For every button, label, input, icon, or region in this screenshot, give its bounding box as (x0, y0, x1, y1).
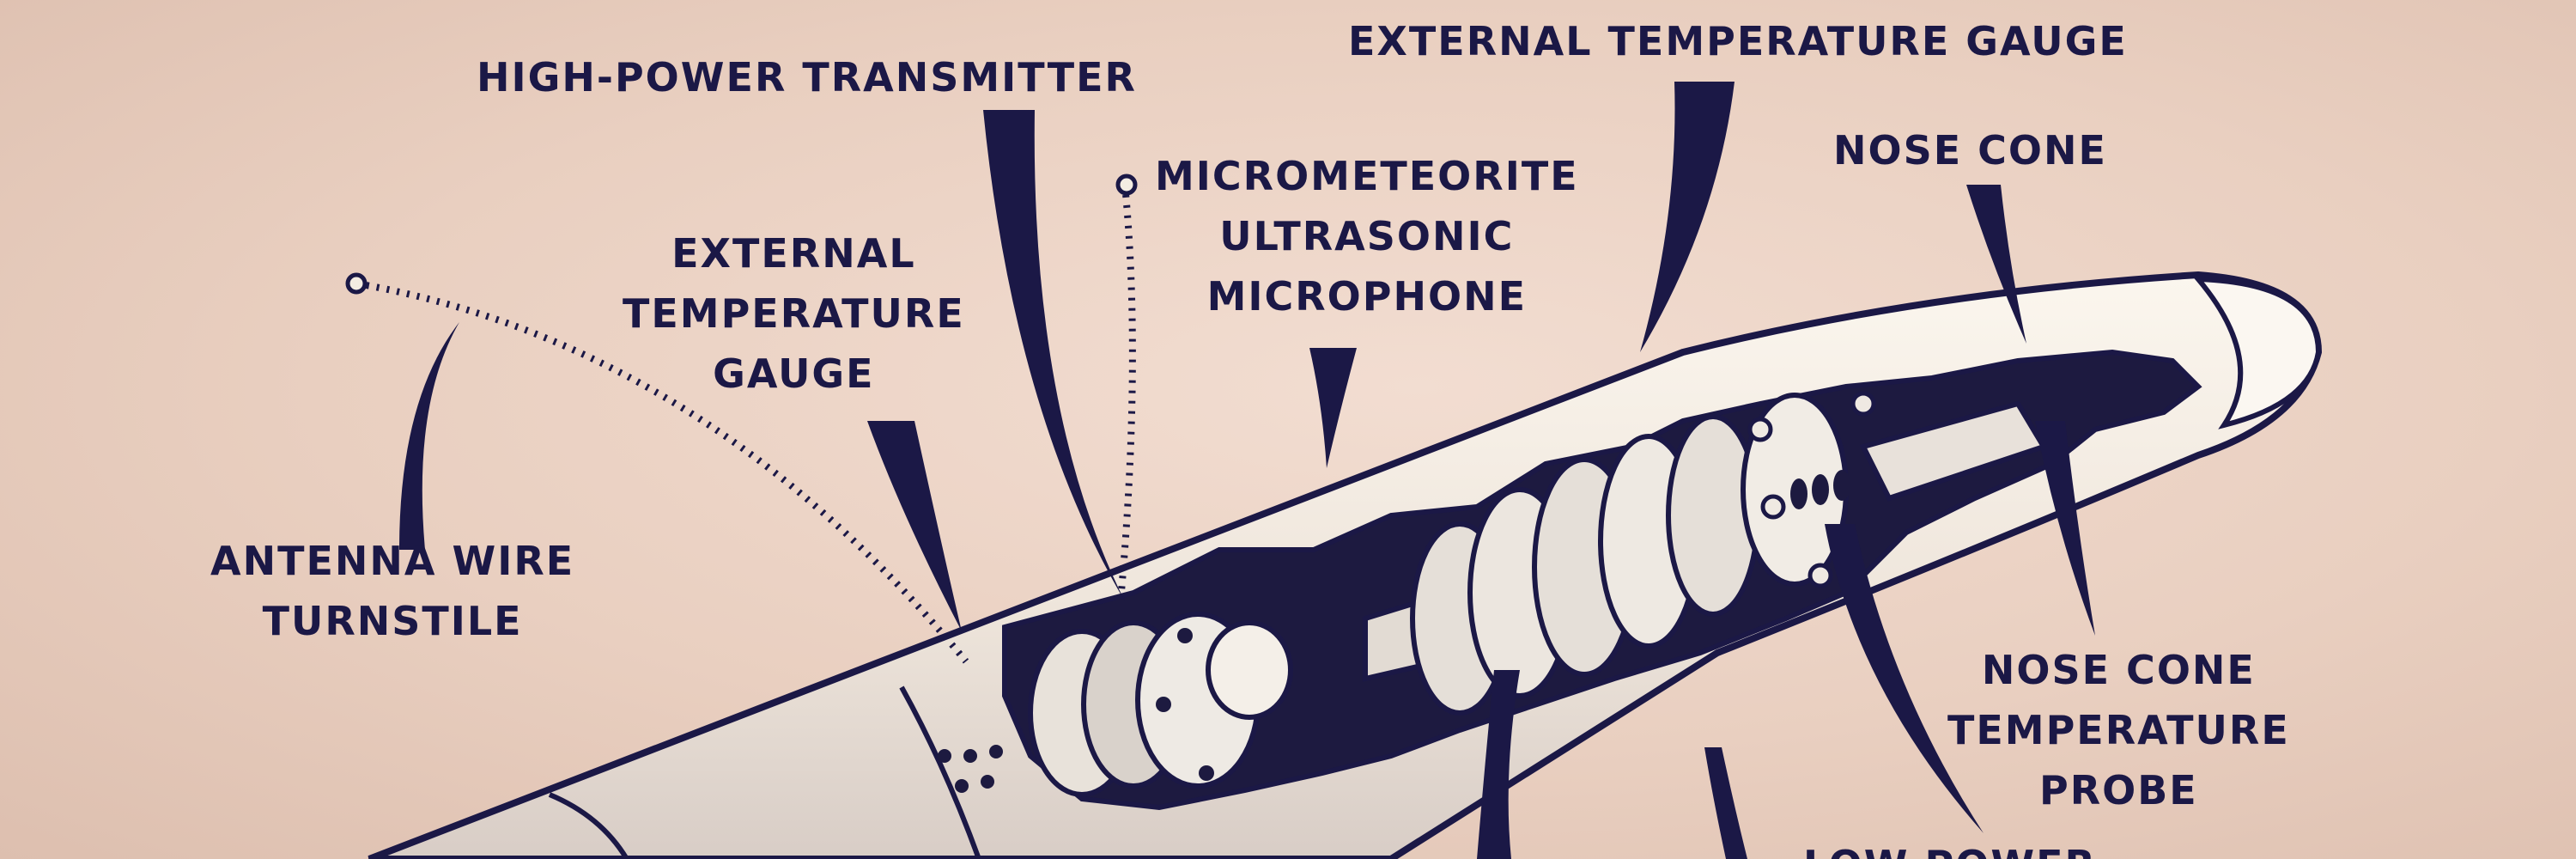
pointer-lower-center (1477, 670, 1520, 859)
tail-ring (548, 792, 629, 859)
shell-rivet (963, 749, 977, 763)
pointer-nose-cone (1966, 185, 2026, 344)
label-external-temperature-gauge-left: EXTERNAL TEMPERATURE GAUGE (623, 230, 965, 397)
shell-rivet (938, 749, 951, 763)
rear-instrument-hub (1206, 620, 1293, 720)
front-hub-hole (1790, 478, 1807, 509)
front-hub-hole (1812, 474, 1829, 505)
pointer-low-power (1825, 524, 1984, 833)
label-nose-cone-temperature-probe: NOSE CONE TEMPERATURE PROBE (1947, 647, 2290, 813)
label-nose-cone: NOSE CONE (1833, 127, 2107, 174)
front-hub-hole (1833, 470, 1850, 501)
label-micrometeorite-microphone: MICROMETEORITE ULTRASONIC MICROPHONE (1155, 153, 1579, 320)
shell-rivet (981, 775, 994, 789)
pointer-antenna-wire (399, 322, 459, 550)
body-seam-ring (899, 685, 981, 859)
hub-bolt (1760, 494, 1786, 520)
pointer-high-power-transmitter (983, 110, 1125, 601)
hub-bolt (1807, 563, 1833, 588)
nose-cone-cap (2192, 276, 2322, 430)
label-low-power-partial: LOW POWER (1803, 835, 2097, 859)
hub-bolt (1747, 417, 1773, 442)
shell-rivet (989, 745, 1003, 758)
pointer-external-temp-gauge-top (1640, 82, 1735, 352)
pointer-lower-right (1704, 747, 1747, 859)
antenna-wire-tip (345, 272, 368, 295)
label-high-power-transmitter: HIGH-POWER TRANSMITTER (477, 54, 1137, 101)
antenna-wire-upper (1117, 184, 1136, 602)
rear-ring-bolt (1199, 765, 1214, 781)
pointer-micrometeorite (1309, 348, 1357, 468)
pointer-external-temp-gauge-left (867, 421, 962, 631)
label-external-temperature-gauge-top: EXTERNAL TEMPERATURE GAUGE (1348, 18, 2128, 64)
pointer-nose-cone-probe (2035, 421, 2095, 636)
rear-ring-bolt (1177, 628, 1193, 643)
antenna-wire-turnstile (355, 280, 969, 664)
label-antenna-wire-turnstile: ANTENNA WIRE TURNSTILE (210, 538, 575, 644)
rear-ring-bolt (1156, 697, 1171, 712)
shell-rivet (955, 779, 969, 793)
antenna-wire-upper-tip (1115, 174, 1138, 196)
hub-bolt (1850, 391, 1876, 417)
